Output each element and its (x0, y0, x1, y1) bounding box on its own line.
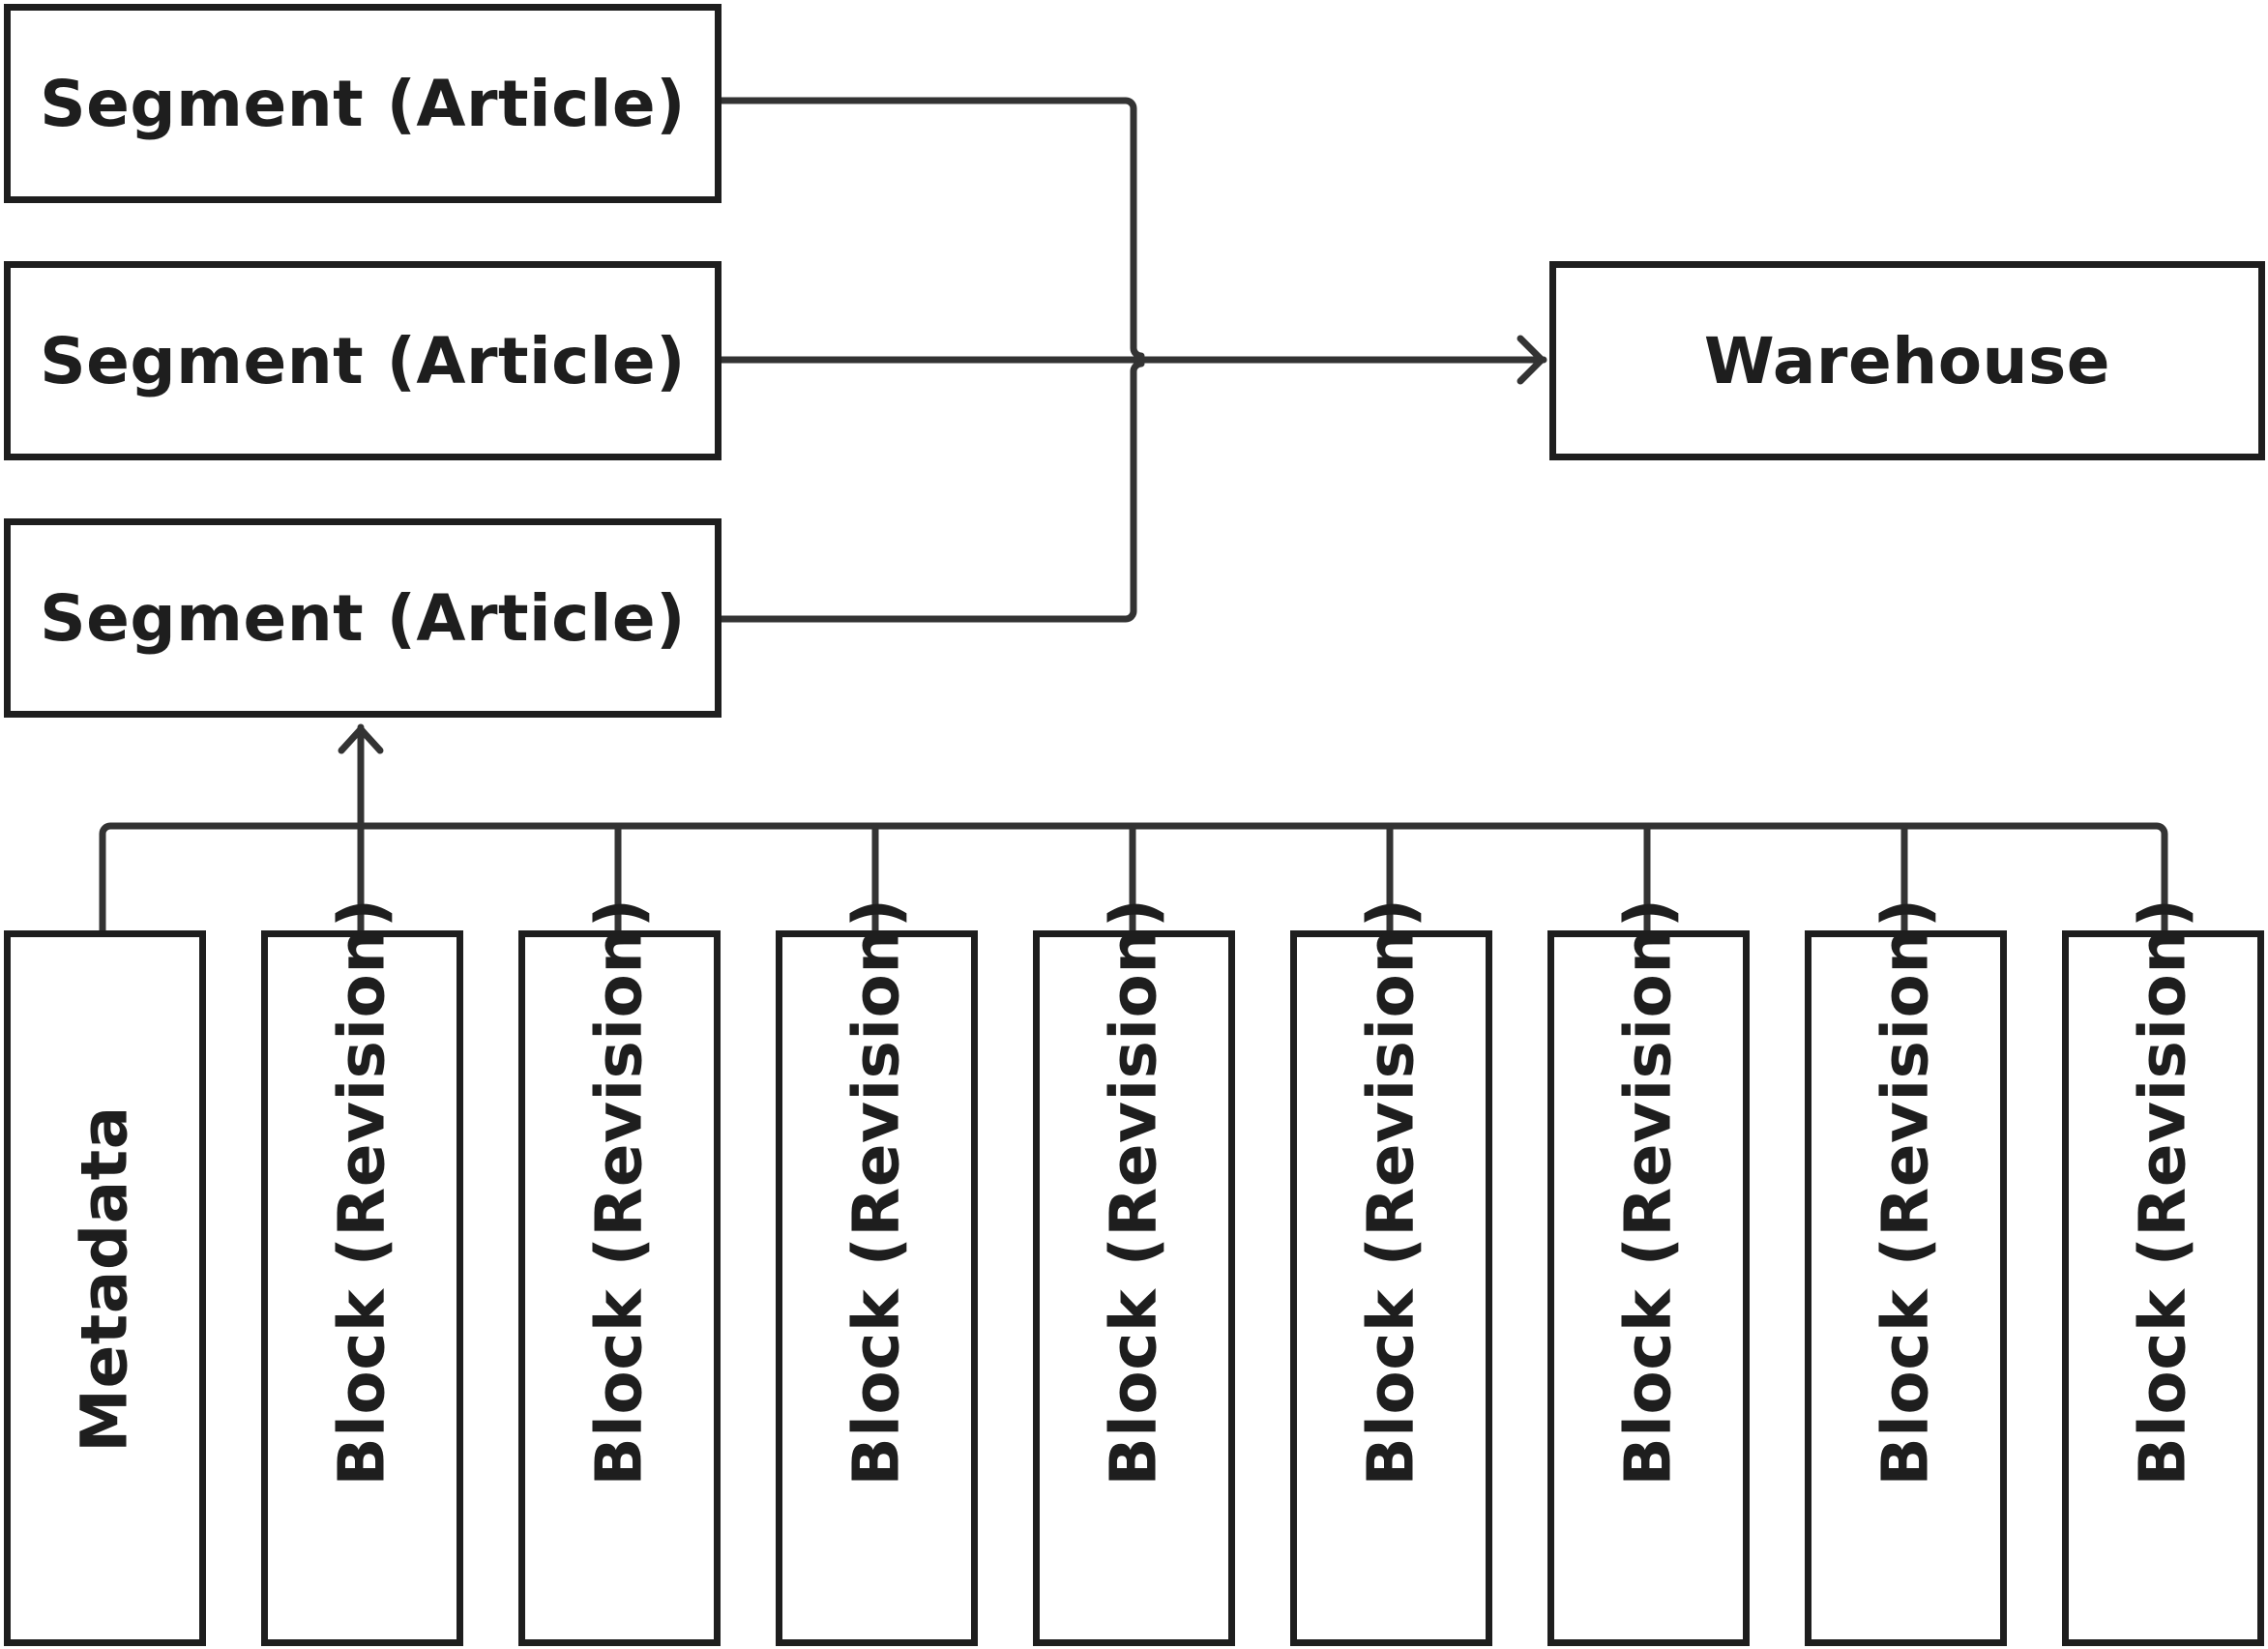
block-box: Block (Revision) (1290, 898, 1492, 1646)
segment-box: Segment (Article) (4, 4, 722, 203)
block-label: Block (Revision) (839, 897, 914, 1487)
block-label: Block (Revision) (2126, 897, 2200, 1487)
block-label: Block (Revision) (1611, 897, 1686, 1487)
segment-label: Segment (Article) (40, 66, 686, 141)
block-box: Block (Revision) (1033, 898, 1235, 1646)
metadata-box: Metadata (4, 930, 206, 1646)
warehouse-box: Warehouse (1549, 261, 2265, 460)
connector-segment-3 (718, 360, 1145, 623)
arrow-head-segment (338, 725, 384, 754)
segment-label: Segment (Article) (40, 323, 686, 398)
block-label: Block (Revision) (582, 897, 657, 1487)
segment-box: Segment (Article) (4, 261, 722, 460)
arrow-head-warehouse (1517, 335, 1546, 385)
block-label: Block (Revision) (1869, 897, 1943, 1487)
segment-box: Segment (Article) (4, 518, 722, 718)
metadata-label: Metadata (68, 1104, 142, 1453)
block-box: Block (Revision) (2062, 898, 2264, 1646)
block-box: Block (Revision) (776, 898, 978, 1646)
block-box: Block (Revision) (1547, 898, 1750, 1646)
block-label: Block (Revision) (1354, 897, 1429, 1487)
block-box: Block (Revision) (1805, 898, 2007, 1646)
warehouse-label: Warehouse (1703, 323, 2111, 398)
block-label: Block (Revision) (1097, 897, 1171, 1487)
segment-label: Segment (Article) (40, 580, 686, 656)
block-label: Block (Revision) (325, 897, 399, 1487)
block-box: Block (Revision) (261, 898, 463, 1646)
block-box: Block (Revision) (518, 898, 721, 1646)
connector-segment-1 (718, 97, 1145, 360)
